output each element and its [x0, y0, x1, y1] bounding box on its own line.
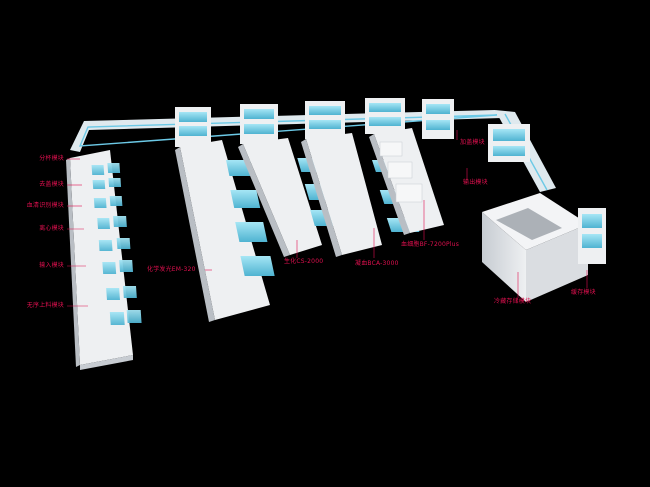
buffer-module: [578, 208, 606, 264]
label-sampling: 分杯模块: [39, 155, 64, 162]
output-module: [488, 124, 530, 162]
label-centrifuge: 离心模块: [39, 225, 64, 232]
recap-module: [422, 99, 454, 139]
label-hema: 血细胞BF-7200Plus: [401, 241, 460, 248]
label-chemi: 化学发光EM-320: [147, 266, 196, 273]
cold-storage-module: [482, 193, 588, 302]
label-cold-storage: 冷藏存储模块: [494, 298, 532, 305]
label-serum-identify: 血清识别模块: [26, 202, 64, 209]
label-coag: 凝血BCA-3000: [355, 260, 399, 267]
label-bio: 生化CS-2000: [284, 258, 324, 265]
analyzer-bio: [238, 104, 345, 257]
label-buffer: 缓存模块: [571, 289, 596, 296]
leader-lines: [67, 130, 588, 307]
preanalytical-line: [66, 150, 142, 370]
label-unload-load: 无序上料模块: [26, 302, 64, 309]
label-decap: 去盖模块: [39, 181, 64, 188]
analyzer-hema: [365, 98, 444, 235]
label-recap: 加盖模块: [460, 139, 485, 146]
label-output: 输出模块: [463, 179, 488, 186]
label-input: 输入模块: [39, 262, 64, 269]
